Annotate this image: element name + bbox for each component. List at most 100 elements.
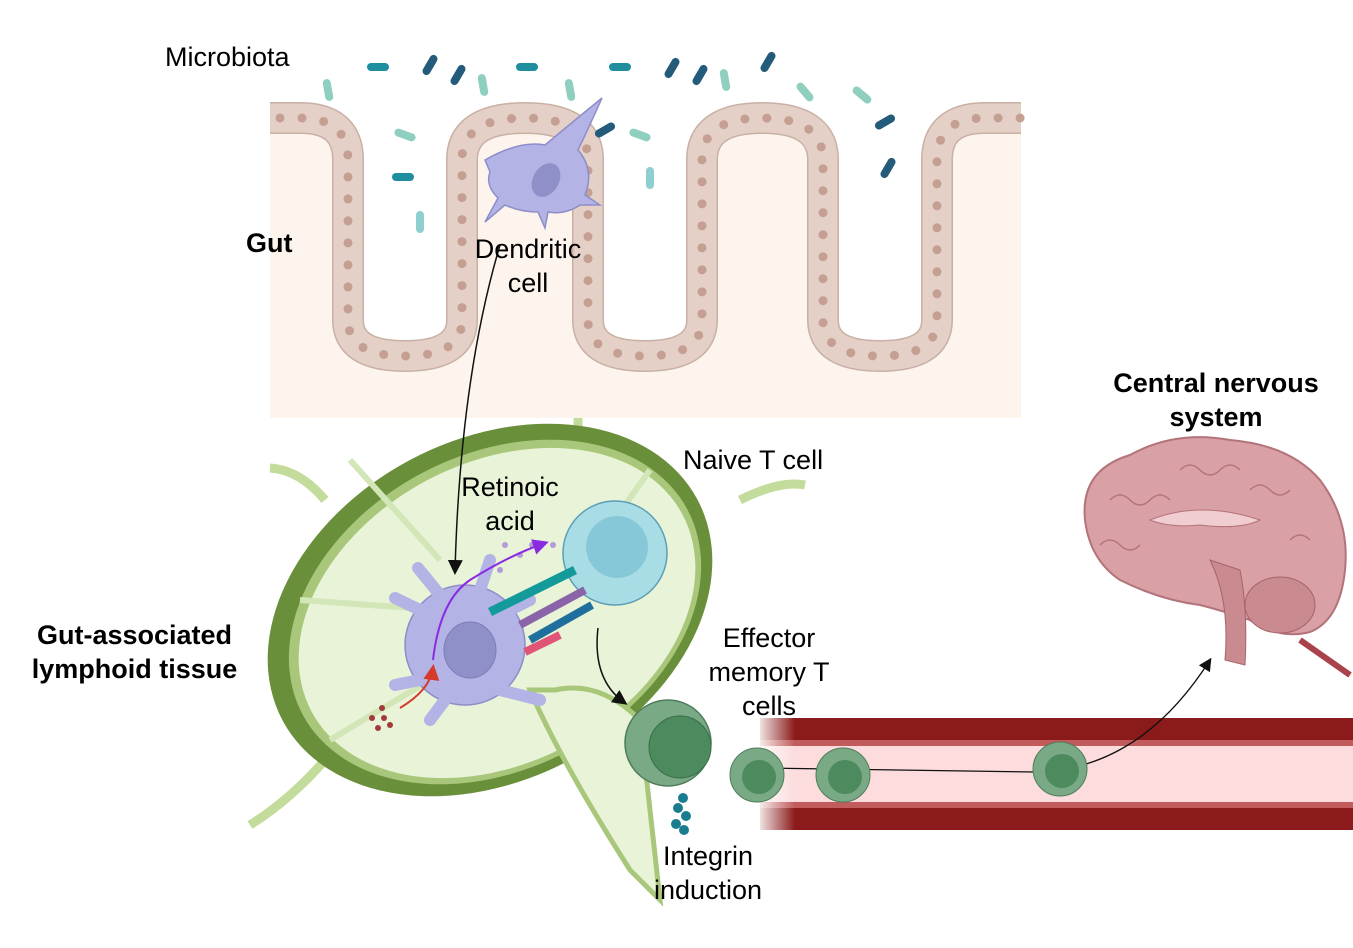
epithelial-nucleus [827,337,837,347]
epithelial-nucleus [971,113,981,123]
epithelial-nucleus [784,116,794,126]
epithelial-nucleus [818,274,828,284]
epithelial-nucleus [634,351,644,361]
label-naive-t-cell: Naive T cell [683,445,824,475]
epithelial-nucleus [457,237,467,247]
epithelial-nucleus [697,177,707,187]
epithelial-nucleus [678,345,688,355]
label-retinoic-acid-line1: Retinoic [461,472,559,502]
epithelial-nucleus [867,351,877,361]
epithelial-nucleus [762,113,772,123]
epithelial-nucleus [932,311,942,321]
bacterium [796,82,814,102]
epithelial-nucleus [932,223,942,233]
dendritic-cell-lymph-node [389,554,546,726]
epithelial-nucleus [694,330,704,340]
epithelial-nucleus [697,287,707,297]
bacterium [322,79,334,101]
label-integrin-line2: induction [653,875,763,905]
epithelial-nucleus [379,349,389,359]
epithelial-nucleus [719,120,729,130]
epithelial-nucleus [656,350,666,360]
epithelial-nucleus [932,289,942,299]
label-dendritic-cell: Dendritic cell [468,232,588,300]
label-gut: Gut [246,228,293,258]
tcr-mhc-complex [488,565,594,656]
epithelial-nucleus [336,129,346,139]
bacterium [422,54,438,76]
epithelial-nucleus [818,296,828,306]
epithelial-nucleus [697,221,707,231]
epithelial-nucleus [457,281,467,291]
label-galt-line1: Gut-associated [36,620,233,650]
epithelial-nucleus [343,150,353,160]
epithelial-nucleus [932,179,942,189]
epithelial-nucleus [456,324,466,334]
epithelial-nucleus [583,276,593,286]
bacterium [450,64,466,86]
bacterium [692,64,708,86]
bacterium [367,63,389,71]
epithelial-nuclei [275,113,1025,361]
label-cns: Central nervous system [1100,366,1332,434]
bacterium [646,167,654,189]
epithelial-nucleus [593,339,603,349]
epithelial-nucleus [928,332,938,342]
label-cns-line1: Central nervous [1113,368,1319,398]
epithelial-nucleus [583,254,593,264]
microbiota-bacteria [322,51,896,233]
differentiation-arrow [596,627,628,705]
dendritic-cell-gut [484,97,603,231]
epithelial-nucleus [818,208,828,218]
label-effector-line2: memory T [708,657,830,687]
epithelial-nucleus [343,282,353,292]
epithelial-nucleus [297,113,307,123]
bacterium [874,114,896,130]
effector-t-cell-large [624,699,712,787]
epithelial-nucleus [818,164,828,174]
epithelial-nucleus [911,346,921,356]
epithelial-nucleus [936,135,946,145]
bacterium [719,69,731,91]
epithelial-nucleus [457,193,467,203]
effector-t-cells-circulating [729,741,1088,803]
epithelial-nucleus [485,118,495,128]
epithelial-nucleus [401,351,411,361]
label-dendritic-cell-line1: Dendritic [474,234,582,264]
gut-lumen [270,0,1021,358]
epithelial-nucleus [343,216,353,226]
bacterium [564,79,576,101]
epithelial-nucleus [583,232,593,242]
epithelial-nucleus [818,186,828,196]
epithelial-nucleus [804,124,814,134]
epithelial-nucleus [583,298,593,308]
epithelial-nucleus [697,199,707,209]
epithelial-nucleus [443,342,453,352]
label-integrin-line1: Integrin [662,841,754,871]
label-dendritic-cell-line2: cell [507,268,549,298]
epithelial-nucleus [345,326,355,336]
label-integrin-induction: Integrin induction [640,839,776,907]
epithelial-nucleus [507,114,517,124]
epithelial-nucleus [550,116,560,126]
bacterium [392,173,414,181]
bacterium [609,63,631,71]
antigen-uptake-arrow [399,664,440,709]
label-retinoic-acid-line2: acid [485,506,535,536]
epithelial-nucleus [950,119,960,129]
epithelial-nucleus [343,304,353,314]
epithelial-nucleus [583,210,593,220]
epithelial-nucleus [529,113,539,123]
epithelial-nucleus [993,113,1003,123]
epithelial-nucleus [343,194,353,204]
epithelial-nucleus [818,230,828,240]
epithelial-nucleus [816,142,826,152]
naive-t-cell [562,500,668,606]
epithelial-nucleus [697,309,707,319]
bacterium [477,74,489,96]
epithelial-nucleus [343,260,353,270]
epithelial-nucleus [932,245,942,255]
label-effector-line1: Effector [722,623,816,653]
label-cns-line2: system [1169,402,1263,432]
